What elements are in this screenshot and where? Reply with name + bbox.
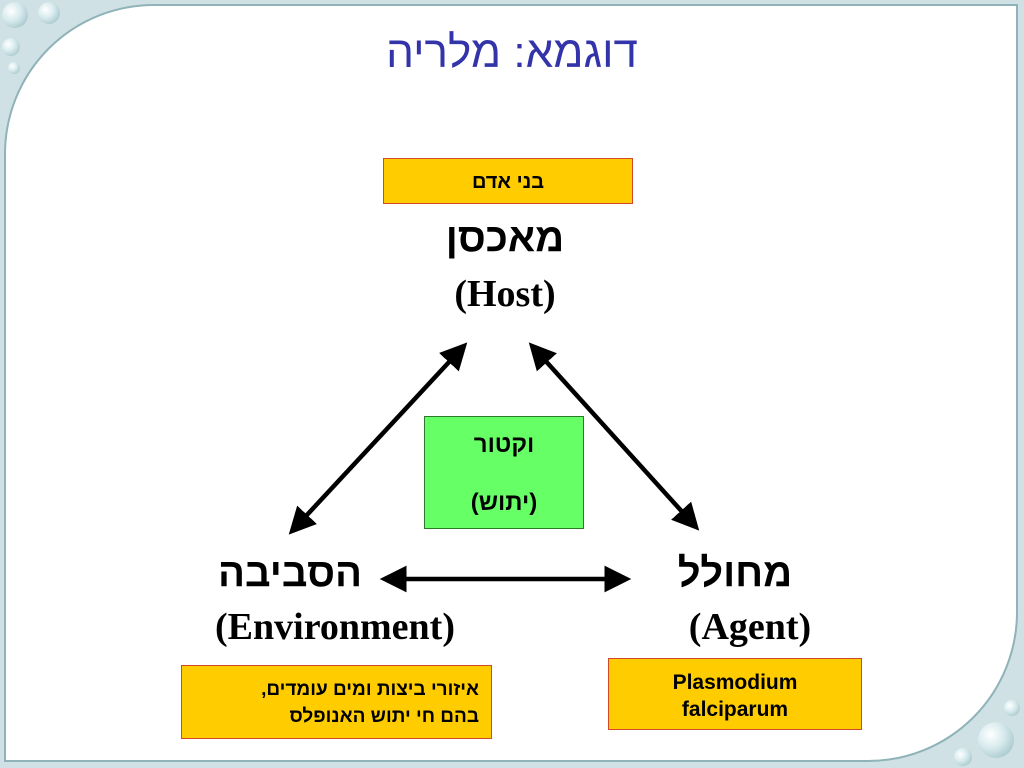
environment-label-hebrew: הסביבה bbox=[217, 551, 363, 595]
decorative-bubble bbox=[1004, 700, 1020, 716]
vector-example: (יתוש) bbox=[470, 489, 538, 516]
vector-box: וקטור (יתוש) bbox=[424, 416, 584, 529]
host-example-box: בני אדם bbox=[383, 158, 633, 204]
agent-label-english: (Agent) bbox=[688, 606, 812, 648]
decorative-bubble bbox=[2, 38, 20, 56]
arrow-host-environment bbox=[288, 342, 468, 535]
decorative-bubble bbox=[38, 2, 60, 24]
environment-box-line: איזורי ביצות ומים עומדים, bbox=[261, 679, 479, 700]
environment-example-box: איזורי ביצות ומים עומדים, בהם חי יתוש הא… bbox=[181, 665, 492, 739]
decorative-bubble bbox=[8, 62, 20, 74]
agent-label-hebrew: מחולל bbox=[677, 551, 793, 595]
arrow-host-agent bbox=[528, 342, 700, 531]
host-label-hebrew: מאכסן bbox=[445, 216, 565, 260]
environment-label-english: (Environment) bbox=[215, 606, 455, 648]
slide-canvas bbox=[4, 4, 1018, 762]
decorative-bubble bbox=[978, 722, 1014, 758]
agent-example-box: Plasmodium falciparum bbox=[608, 658, 862, 730]
environment-box-line: בהם חי יתוש האנופלס bbox=[289, 706, 479, 727]
agent-box-line: Plasmodium bbox=[672, 671, 798, 694]
decorative-bubble bbox=[954, 748, 972, 766]
agent-box-line: falciparum bbox=[681, 698, 789, 721]
slide-title: דוגמא: מלריה bbox=[386, 28, 638, 77]
vector-label: וקטור bbox=[473, 431, 535, 458]
decorative-bubble bbox=[2, 2, 28, 28]
host-label-english: (Host) bbox=[454, 273, 556, 315]
